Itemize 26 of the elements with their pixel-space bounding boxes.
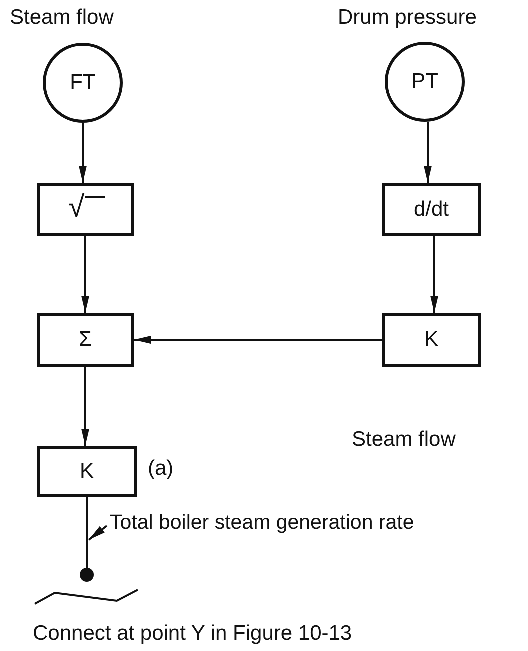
arrow: [134, 336, 382, 344]
arrow: [430, 236, 438, 313]
block-note: (a): [148, 457, 174, 481]
block-label: d/dt: [414, 198, 450, 222]
block-label: FT: [70, 71, 96, 95]
note-text: Connect at point Y in Figure 10-13: [33, 622, 352, 646]
block-label: K: [80, 460, 94, 484]
signal-title: Steam flow: [352, 428, 456, 452]
arrow: [82, 236, 90, 313]
function-box: [382, 183, 481, 236]
leader-line: [88, 525, 108, 541]
block-label: K: [424, 328, 438, 352]
signal-label: Total boiler steam generation rate: [110, 508, 528, 538]
block-label: PT: [412, 70, 438, 94]
function-box: [37, 313, 134, 367]
junction-dot: [80, 568, 94, 582]
block-label: √: [68, 190, 85, 224]
arrow: [82, 367, 90, 446]
arrow: [424, 122, 432, 183]
function-box: [382, 313, 481, 367]
function-box: [37, 183, 134, 236]
function-box: [37, 446, 137, 497]
block-label: Σ: [79, 328, 92, 352]
signal-title: Steam flow: [10, 6, 114, 30]
arrow: [79, 123, 87, 183]
signal-title: Drum pressure: [338, 6, 477, 30]
